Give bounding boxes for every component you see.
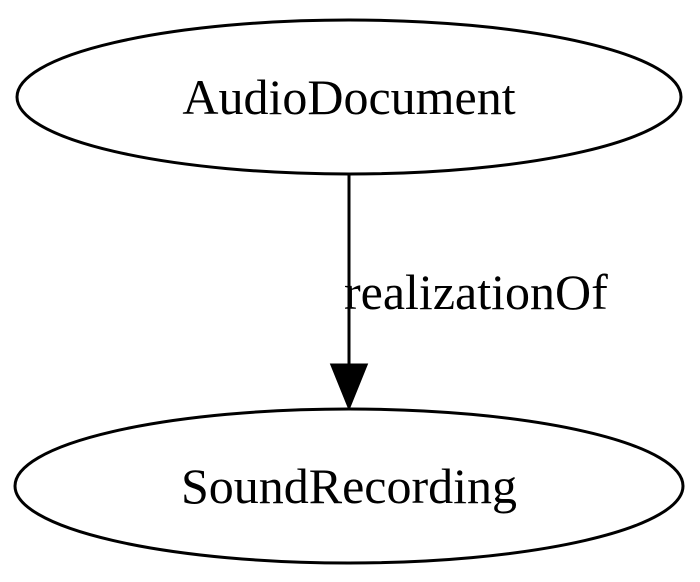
node-sound-recording-label: SoundRecording bbox=[181, 458, 517, 514]
node-audio-document[interactable]: AudioDocument bbox=[15, 18, 683, 176]
node-sound-recording-shape bbox=[13, 407, 685, 565]
edge-realization-of[interactable]: realizationOf bbox=[329, 174, 608, 411]
node-sound-recording[interactable]: SoundRecording bbox=[13, 407, 685, 565]
node-audio-document-label: AudioDocument bbox=[182, 69, 515, 125]
edge-realization-of-label: realizationOf bbox=[344, 264, 608, 320]
edge-arrowhead bbox=[329, 363, 369, 411]
